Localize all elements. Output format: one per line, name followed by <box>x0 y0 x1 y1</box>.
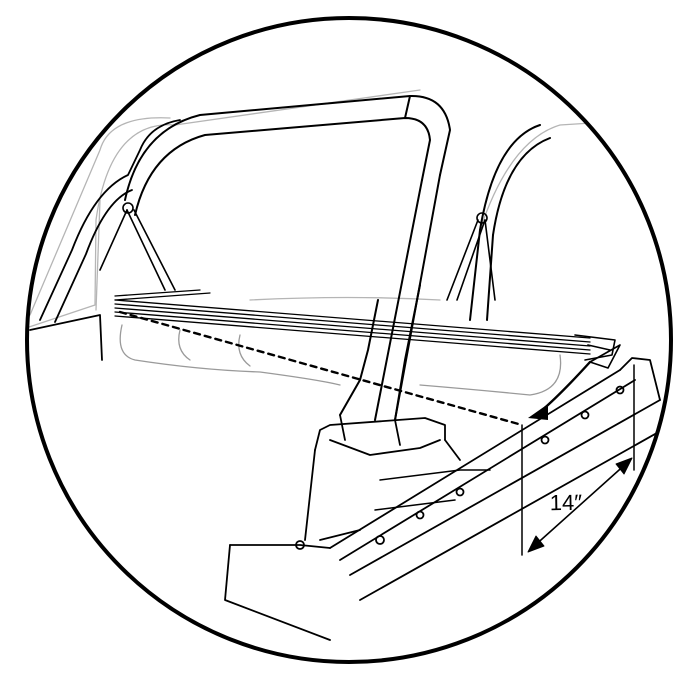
fold-arrow <box>528 360 592 420</box>
rolled-soft-top <box>114 289 591 355</box>
body-rail <box>224 357 671 641</box>
measurement-dimension <box>521 364 635 556</box>
latch-hardware <box>574 334 621 369</box>
dimension-arrowhead-right <box>615 457 633 475</box>
roll-bar <box>124 94 451 421</box>
fabric-bag <box>119 324 562 396</box>
circular-frame <box>25 16 673 664</box>
dimension-arrowhead-left <box>527 535 545 553</box>
roll-bar-base <box>304 414 461 541</box>
rear-roll-bar <box>469 124 551 321</box>
support-straps <box>99 202 496 301</box>
interior-seat <box>374 469 491 511</box>
guide-line <box>118 310 524 427</box>
measurement-label: 14″ <box>550 490 583 516</box>
